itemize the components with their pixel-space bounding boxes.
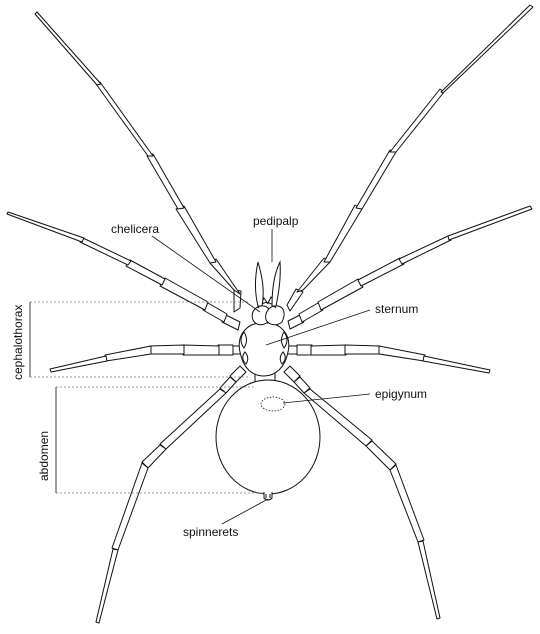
leg-2-left <box>6 211 241 331</box>
spinnerets-shape <box>263 492 273 501</box>
leader-lines <box>151 229 371 525</box>
spinnerets-label: spinnerets <box>183 525 238 539</box>
epigynum-leader <box>282 393 371 404</box>
abdomen-shape <box>215 379 321 495</box>
leg-1-left <box>34 11 242 313</box>
leg-1-right <box>286 4 534 312</box>
cephalothorax-label: cephalothorax <box>11 305 25 380</box>
leg-4-right <box>283 365 441 620</box>
leg-2-right <box>287 205 533 330</box>
leg-3-right <box>285 344 491 374</box>
section-brackets <box>29 301 264 494</box>
legs <box>6 4 534 624</box>
pedipalp-label: pedipalp <box>253 214 299 228</box>
sternum-leader <box>265 309 371 346</box>
epigynum-region <box>260 396 286 412</box>
sternum-shape <box>238 322 290 377</box>
leg-3-left <box>49 344 245 373</box>
spinnerets-leader <box>221 498 269 525</box>
pedipalp-left-shape <box>254 261 264 307</box>
epigynum-label: epigynum <box>375 387 427 401</box>
pedipalp-right-shape <box>271 260 281 307</box>
chelicera-right-shape <box>265 305 285 326</box>
sternum-label: sternum <box>375 302 418 316</box>
body <box>215 260 321 501</box>
abdomen-label: abdomen <box>37 431 51 481</box>
leg-4-left <box>95 365 247 624</box>
chelicera-label: chelicera <box>111 222 159 236</box>
chelicera-leader <box>151 235 261 313</box>
